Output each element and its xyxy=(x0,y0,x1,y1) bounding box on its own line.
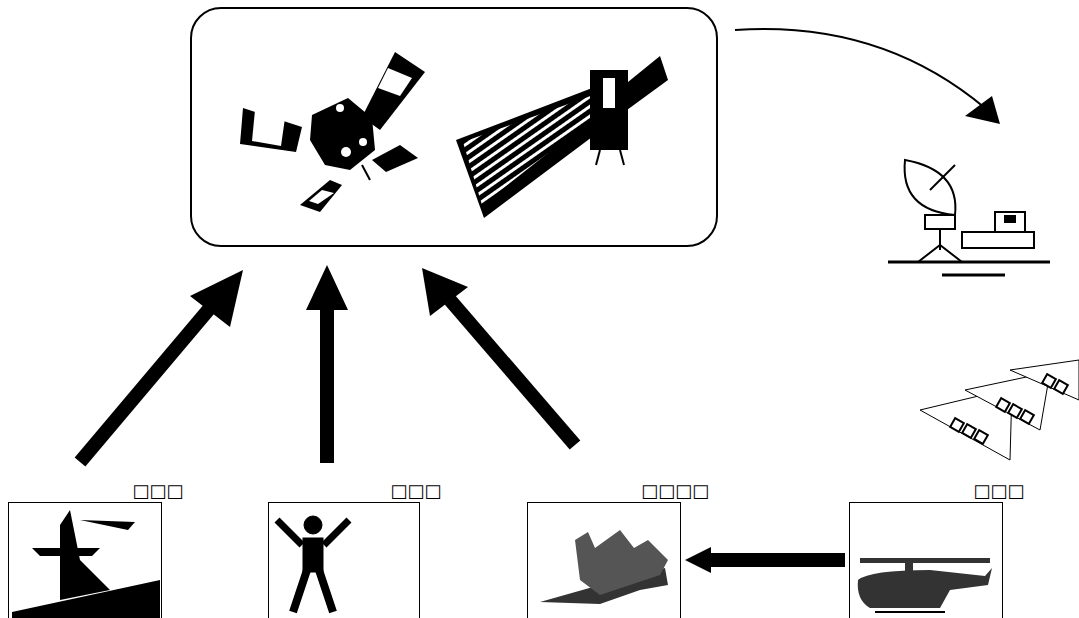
aircraft-tail xyxy=(12,510,160,618)
box-label: □□□ xyxy=(131,481,184,501)
ground-station xyxy=(888,160,1050,275)
person xyxy=(277,516,349,612)
satellite-left xyxy=(240,52,425,212)
uplink-arrows xyxy=(80,265,575,463)
box-label: □□□ xyxy=(972,481,1025,501)
box-label: □□□□ xyxy=(640,481,710,501)
satellite-frame xyxy=(191,8,717,246)
picture-box: □□□□ xyxy=(527,502,681,618)
ship xyxy=(540,530,668,604)
satellite-right xyxy=(456,56,668,218)
box-label: □□□ xyxy=(389,481,442,501)
helicopter xyxy=(858,558,992,612)
picture-box: □□□ xyxy=(849,502,1003,618)
downlink-arrow xyxy=(735,29,1000,124)
sensor-swaths xyxy=(920,360,1079,460)
picture-box: □□□ xyxy=(8,502,162,618)
block-arrow xyxy=(685,547,845,573)
picture-box: □□□ xyxy=(268,502,420,618)
